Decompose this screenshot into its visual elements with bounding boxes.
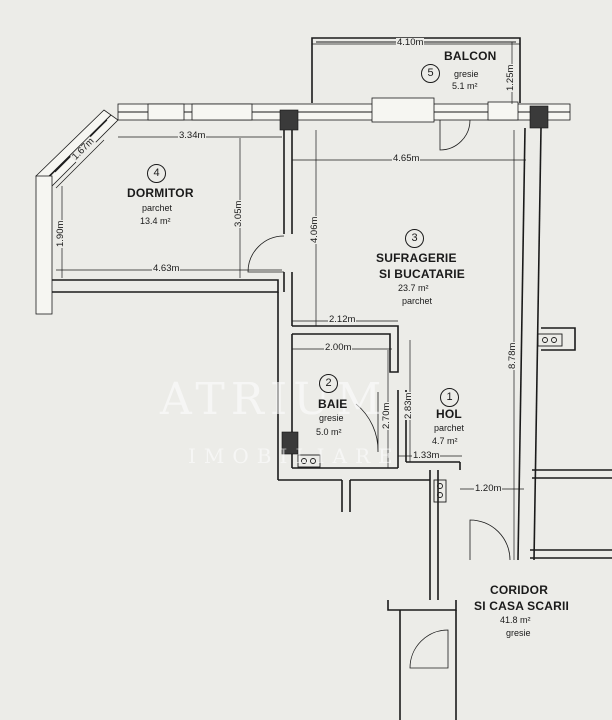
room-finish-coridor: gresie	[506, 628, 531, 638]
entrance-door	[469, 519, 511, 561]
room-finish-dormitor: parchet	[142, 203, 173, 213]
dim-balcon-width: 4.10m	[396, 37, 425, 48]
dim-baie-width: 2.00m	[324, 342, 353, 353]
room-area-dormitor: 13.4 m²	[140, 216, 171, 226]
room-finish-baie: gresie	[319, 413, 344, 423]
bedroom-door	[247, 235, 285, 273]
bedroom-left-wall	[35, 175, 53, 315]
bedroom-bottom-wall	[52, 279, 279, 293]
column-bathroom	[281, 431, 299, 455]
room-name-coridor-line1: CORIDOR	[490, 583, 549, 597]
room-name-baie: BAIE	[318, 397, 348, 411]
dim-balcon-depth: 1.25m	[505, 63, 516, 92]
hall-fixture	[433, 479, 447, 503]
dim-hol-bottom: 1.33m	[412, 450, 441, 461]
dim-baie-height: 2.70m	[381, 401, 392, 430]
room-name-hol: HOL	[436, 407, 462, 421]
watermark-secondary: IMOBILIARE	[188, 444, 401, 468]
room-finish-sufragerie: parchet	[402, 296, 433, 306]
room-number-balcon: 5	[421, 64, 440, 83]
dim-dormitor-left: 1.90m	[55, 219, 66, 248]
room-area-balcon: 5.1 m²	[452, 81, 478, 91]
corridor-walls	[387, 600, 457, 720]
bedroom-living-wall	[283, 130, 293, 326]
top-facade	[117, 97, 571, 123]
corridor-door	[409, 629, 449, 669]
watermark-primary: ATRIUM	[160, 374, 388, 425]
neighbor-walls	[530, 327, 612, 559]
balcony-door	[439, 119, 471, 151]
right-fixture	[537, 333, 563, 347]
dim-hol-height: 2.83m	[403, 391, 414, 420]
room-name-coridor-line2: SI CASA SCARII	[474, 599, 570, 613]
room-area-baie: 5.0 m²	[316, 427, 342, 437]
room-finish-hol: parchet	[434, 423, 465, 433]
dim-right-wall: 8.78m	[507, 341, 518, 370]
room-number-hol: 1	[440, 388, 459, 407]
room-name-dormitor: DORMITOR	[127, 186, 194, 200]
room-name-balcon: BALCON	[444, 49, 497, 63]
dim-hol-width: 2.12m	[328, 314, 357, 325]
dim-dormitor-bottom: 4.63m	[152, 263, 181, 274]
bathroom-door	[355, 392, 379, 453]
room-number-dormitor: 4	[147, 164, 166, 183]
bathroom-fixture	[297, 454, 321, 468]
column-top-left	[279, 109, 299, 131]
dim-entrance-width: 1.20m	[474, 483, 503, 494]
room-name-sufragerie-line2: SI BUCATARIE	[379, 267, 465, 281]
column-top-right	[529, 105, 549, 129]
dim-sufragerie-width: 4.65m	[392, 153, 421, 164]
room-area-hol: 4.7 m²	[432, 436, 458, 446]
room-name-sufragerie-line1: SUFRAGERIE	[376, 251, 457, 265]
room-number-baie: 2	[319, 374, 338, 393]
dim-dormitor-height: 3.05m	[233, 199, 244, 228]
room-number-sufragerie: 3	[405, 229, 424, 248]
room-area-sufragerie: 23.7 m²	[398, 283, 429, 293]
room-finish-balcon: gresie	[454, 69, 479, 79]
room-area-coridor: 41.8 m²	[500, 615, 531, 625]
dim-dormitor-top: 3.34m	[178, 130, 207, 141]
right-wall	[517, 127, 542, 561]
dim-sufragerie-height: 4.06m	[309, 215, 320, 244]
